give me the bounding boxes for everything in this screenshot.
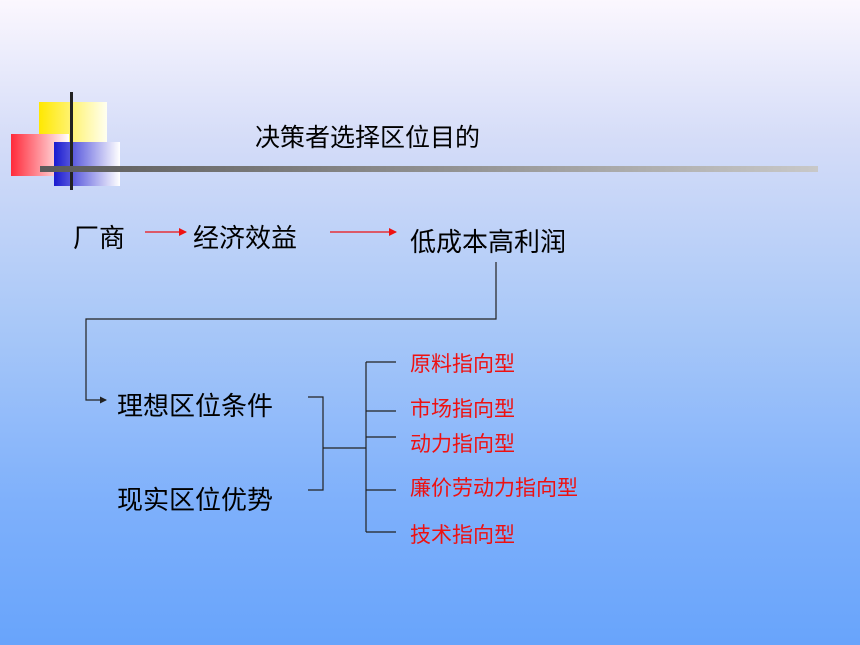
page-title: 决策者选择区位目的 <box>255 123 481 152</box>
orientation-power: 动力指向型 <box>410 432 515 456</box>
orientation-market: 市场指向型 <box>410 397 515 421</box>
orientation-technology: 技术指向型 <box>410 523 515 547</box>
connector-goal-to-ideal <box>85 262 497 404</box>
logo-vertical-line <box>70 92 73 190</box>
node-real-location-advantages: 现实区位优势 <box>117 486 274 516</box>
node-economic-benefit: 经济效益 <box>193 224 298 254</box>
node-firm: 厂商 <box>73 224 126 254</box>
decorative-logo <box>8 92 128 192</box>
orientation-raw-material: 原料指向型 <box>410 352 515 376</box>
node-ideal-location-conditions: 理想区位条件 <box>117 392 274 422</box>
logo-blue-square <box>54 142 120 186</box>
title-underline <box>40 166 818 172</box>
node-low-cost-high-profit: 低成本高利润 <box>410 228 567 258</box>
bracket-conditions <box>308 396 324 491</box>
orientation-cheap-labor: 廉价劳动力指向型 <box>410 476 578 500</box>
